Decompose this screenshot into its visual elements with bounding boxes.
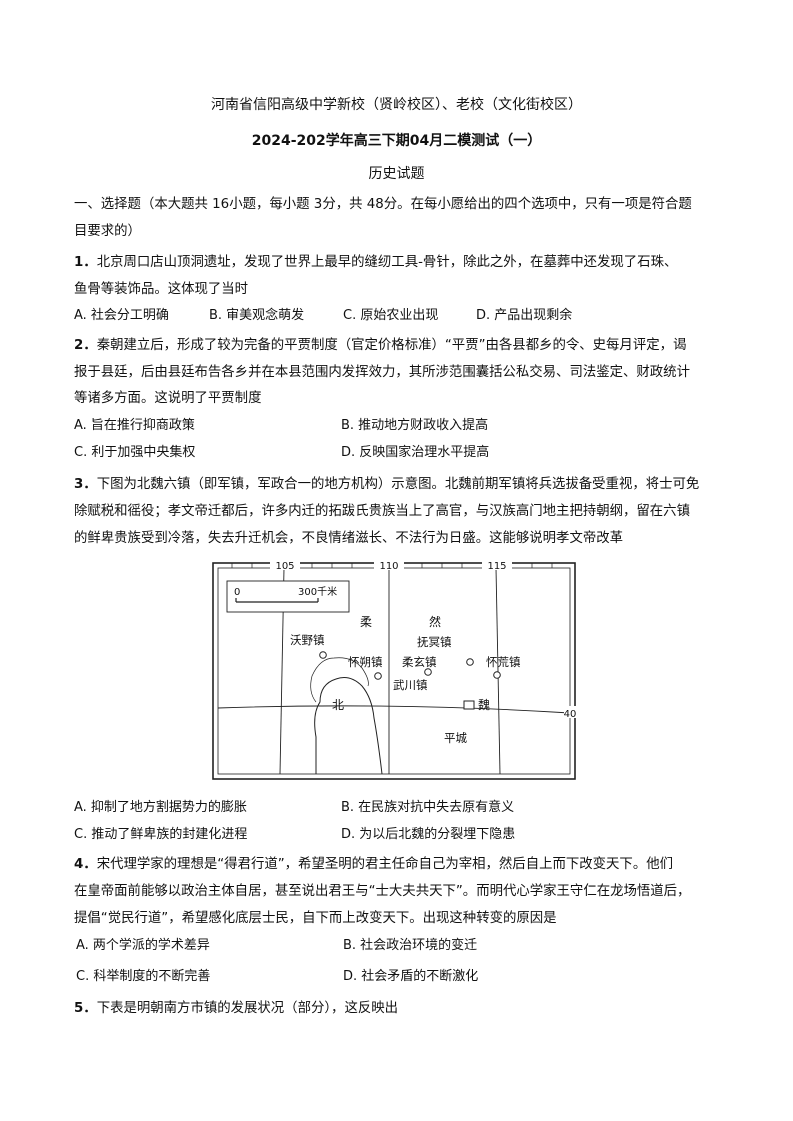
map-label: 武川镇 xyxy=(393,678,428,692)
question-4-line: 4．宋代理学家的理想是“得君行道”，希望圣明的君主任命自己为宰相，然后自上而下改… xyxy=(74,852,724,872)
town-marker xyxy=(466,658,474,666)
map-label: 怀朔镇 xyxy=(348,655,383,669)
question-3-line: 除赋税和徭役；孝文帝迁都后，许多内迁的拓跋氏贵族当上了高官，与汉族高门地主把持朝… xyxy=(74,504,690,519)
question-text: 北京周口店山顶洞遗址，发现了世界上最早的缝纫工具-骨针，除此之外，在墓葬中还发现… xyxy=(96,255,678,270)
question-4-line: 在皇帝面前能够以政治主体自居，甚至说出君王与“士大夫共天下”。而明代心学家王守仁… xyxy=(74,884,691,899)
option-d[interactable]: D. 为以后北魏的分裂埋下隐患 xyxy=(341,827,516,842)
option-c[interactable]: C. 原始农业出现 xyxy=(343,308,439,323)
exam-title: 2024-202学年高三下期04月二模测试（一） xyxy=(251,133,542,149)
question-3-line: 3．下图为北魏六镇（即军镇，军政合一的地方机构）示意图。北魏前期军镇将兵选拔备受… xyxy=(74,472,724,492)
option-a[interactable]: A. 抑制了地方割据势力的膨胀 xyxy=(74,800,247,815)
option-a[interactable]: A. 社会分工明确 xyxy=(74,308,169,323)
subject-title: 历史试题 xyxy=(368,166,425,182)
option-a[interactable]: A. 旨在推行抑商政策 xyxy=(74,418,195,433)
map-label: 怀荒镇 xyxy=(486,655,521,669)
latitude-label: 40 xyxy=(564,709,576,720)
map-label: 平城 xyxy=(444,731,467,745)
question-number: 4． xyxy=(74,857,97,872)
option-d[interactable]: D. 产品出现剩余 xyxy=(476,308,573,323)
school-title: 河南省信阳高级中学新校（贤岭校区）、老校（文化街校区） xyxy=(211,97,582,113)
longitude-label: 110 xyxy=(379,562,398,572)
question-text: 宋代理学家的理想是“得君行道”，希望圣明的君主任命自己为宰相，然后自上而下改变天… xyxy=(96,857,673,872)
question-text: 下表是明朝南方市镇的发展状况（部分），这反映出 xyxy=(96,1001,399,1016)
map-label: 北 xyxy=(332,698,344,712)
yellow-river-line xyxy=(314,677,383,775)
question-5-line: 5．下表是明朝南方市镇的发展状况（部分），这反映出 xyxy=(74,996,724,1016)
question-4-line: 提倡“觉民行道”，希望感化底层士民，自下而上改变天下。出现这种转变的原因是 xyxy=(74,911,557,926)
map-label: 沃野镇 xyxy=(290,633,325,647)
six-garrisons-map: 105 110 115 40 0 300千米 柔 然 xyxy=(212,562,576,780)
town-marker xyxy=(374,672,382,680)
map-label: 柔玄镇 xyxy=(402,655,437,669)
option-a[interactable]: A. 两个学派的学术差异 xyxy=(76,938,210,953)
question-number: 2． xyxy=(74,338,97,353)
town-marker xyxy=(319,651,327,659)
question-text: 下图为北魏六镇（即军镇，军政合一的地方机构）示意图。北魏前期军镇将兵选拔备受重视… xyxy=(96,477,700,492)
option-b[interactable]: B. 在民族对抗中失去原有意义 xyxy=(341,800,515,815)
scale-zero: 0 xyxy=(234,587,240,598)
question-3-line: 的鲜卑贵族受到冷落，失去升迁机会，不良情绪滋长、不法行为日盛。这能够说明孝文帝改… xyxy=(74,531,624,546)
question-number: 3． xyxy=(74,477,97,492)
question-text: 秦朝建立后，形成了较为完备的平贾制度（官定价格标准）“平贾”由各县都乡的令、史每… xyxy=(96,338,687,353)
question-number: 5． xyxy=(74,1001,97,1016)
option-c[interactable]: C. 推动了鲜卑族的封建化进程 xyxy=(74,827,248,842)
town-marker xyxy=(424,668,432,676)
map-svg: 105 110 115 40 0 300千米 柔 然 xyxy=(212,562,576,780)
option-d[interactable]: D. 社会矛盾的不断激化 xyxy=(343,969,479,984)
meridian-115 xyxy=(495,567,501,775)
town-marker xyxy=(493,671,501,679)
capital-marker xyxy=(463,700,475,710)
map-label: 柔 xyxy=(360,615,372,629)
question-1-line: 鱼骨等装饰品。这体现了当时 xyxy=(74,282,249,297)
longitude-label: 115 xyxy=(487,562,506,572)
map-label: 魏 xyxy=(478,697,490,712)
parallel-40 xyxy=(217,705,571,714)
option-d[interactable]: D. 反映国家治理水平提高 xyxy=(341,445,490,460)
option-c[interactable]: C. 科举制度的不断完善 xyxy=(76,969,211,984)
scale-box xyxy=(226,580,350,613)
river-bend-line xyxy=(310,657,369,703)
scale-label: 300千米 xyxy=(298,585,337,598)
question-2-line: 报于县廷，后由县廷布告各乡并在本县范围内发挥效力，其所涉范围囊括公私交易、司法鉴… xyxy=(74,365,690,380)
longitude-label: 105 xyxy=(275,562,294,572)
option-c[interactable]: C. 利于加强中央集权 xyxy=(74,445,196,460)
question-2-line: 等诸多方面。这说明了平贾制度 xyxy=(74,391,262,406)
section-intro-line: 目要求的） xyxy=(74,224,141,239)
question-1-line: 1．北京周口店山顶洞遗址，发现了世界上最早的缝纫工具-骨针，除此之外，在墓葬中还… xyxy=(74,250,724,270)
option-b[interactable]: B. 社会政治环境的变迁 xyxy=(343,938,478,953)
question-2-line: 2．秦朝建立后，形成了较为完备的平贾制度（官定价格标准）“平贾”由各县都乡的令、… xyxy=(74,333,724,353)
map-label: 然 xyxy=(429,614,441,629)
option-b[interactable]: B. 推动地方财政收入提高 xyxy=(341,418,489,433)
option-b[interactable]: B. 审美观念萌发 xyxy=(209,308,305,323)
section-intro-line: 一、选择题（本大题共 16小题，每小题 3分，共 48分。在每小愿给出的四个选项… xyxy=(74,197,692,212)
question-number: 1． xyxy=(74,255,97,270)
map-label: 抚冥镇 xyxy=(417,635,452,649)
